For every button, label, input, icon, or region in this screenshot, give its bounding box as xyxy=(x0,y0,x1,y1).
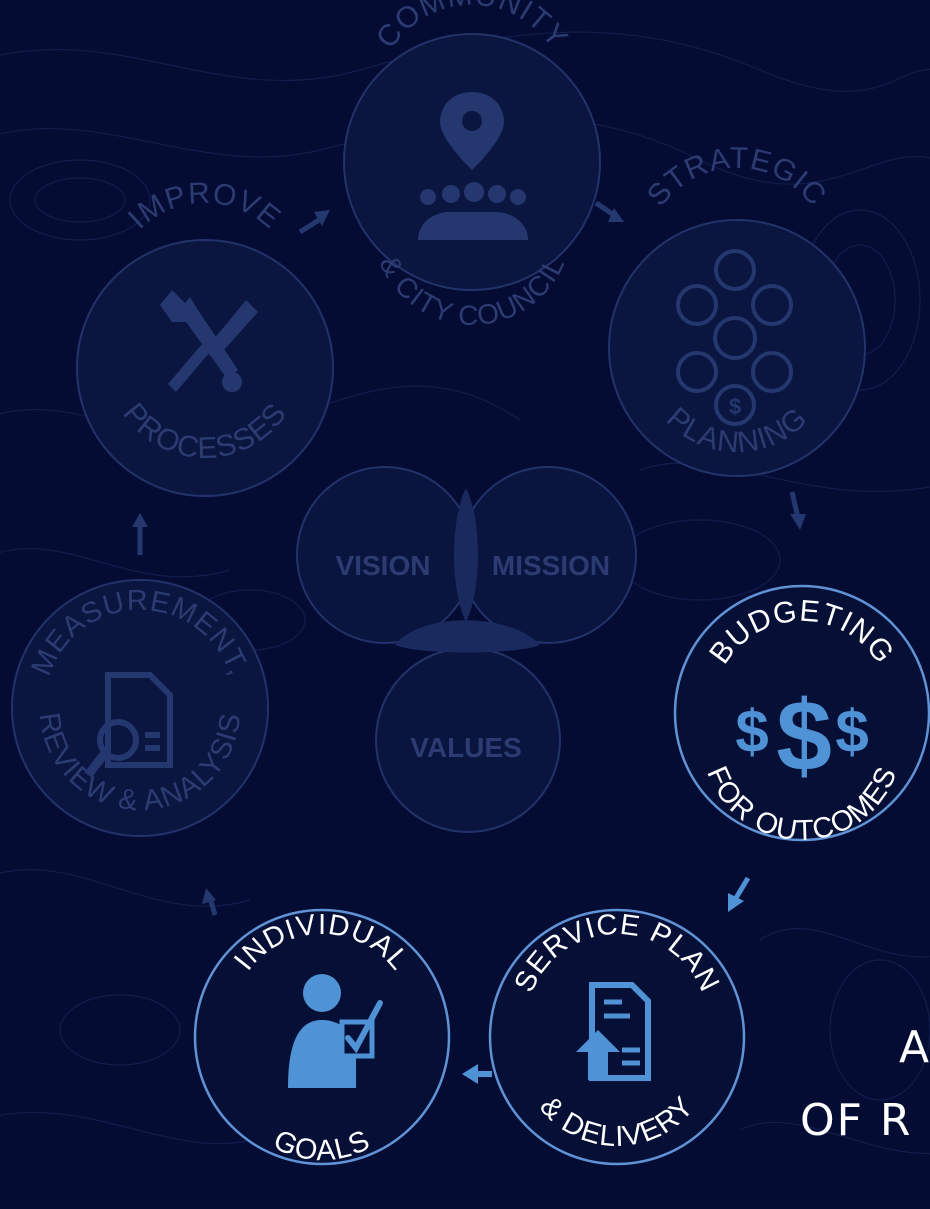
wrench-screwdriver-icon xyxy=(160,290,258,392)
improve-top-label: IMPROVE xyxy=(122,177,287,236)
individual-stage: INDIVIDUAL GOALS xyxy=(193,908,451,1167)
mission-label: MISSION xyxy=(492,550,610,581)
svg-text:$: $ xyxy=(776,680,832,792)
dollar-signs-icon: $ $ $ xyxy=(735,680,868,792)
cut-off-heading-line2: OF R xyxy=(800,1095,913,1146)
service-plan-stage: SERVICE PLAN & DELIVERY xyxy=(488,908,746,1166)
improve-stage: IMPROVE PROCESSES xyxy=(76,177,334,497)
svg-text:$: $ xyxy=(835,698,868,765)
service-circles-icon xyxy=(676,249,793,426)
community-stage: COMMUNITY & CITY COUNCIL xyxy=(343,0,601,331)
cut-off-heading-line1: A xyxy=(899,1022,930,1073)
document-upload-icon xyxy=(576,982,651,1081)
vision-label: VISION xyxy=(336,550,431,581)
cycle-arrows-dim xyxy=(132,200,806,916)
svg-text:$: $ xyxy=(735,698,768,765)
strategic-top-label: STRATEGIC xyxy=(641,142,833,213)
strategic-stage: STRATEGIC PLANNING $ xyxy=(608,142,866,477)
map-pin-people-icon xyxy=(418,92,528,240)
document-magnifier-icon xyxy=(84,672,173,778)
vision-mission-values-venn: VISION MISSION VALUES xyxy=(296,466,637,833)
values-label: VALUES xyxy=(410,732,522,763)
budgeting-stage: BUDGETING FOR OUTCOMES $ $ $ xyxy=(673,584,930,847)
cycle-arrows-active xyxy=(462,876,751,1084)
measurement-stage: MEASUREMENT, REVIEW & ANALYSIS xyxy=(11,579,269,837)
dollar-symbol-glyph: $ xyxy=(729,394,741,419)
person-checklist-icon xyxy=(288,974,383,1088)
